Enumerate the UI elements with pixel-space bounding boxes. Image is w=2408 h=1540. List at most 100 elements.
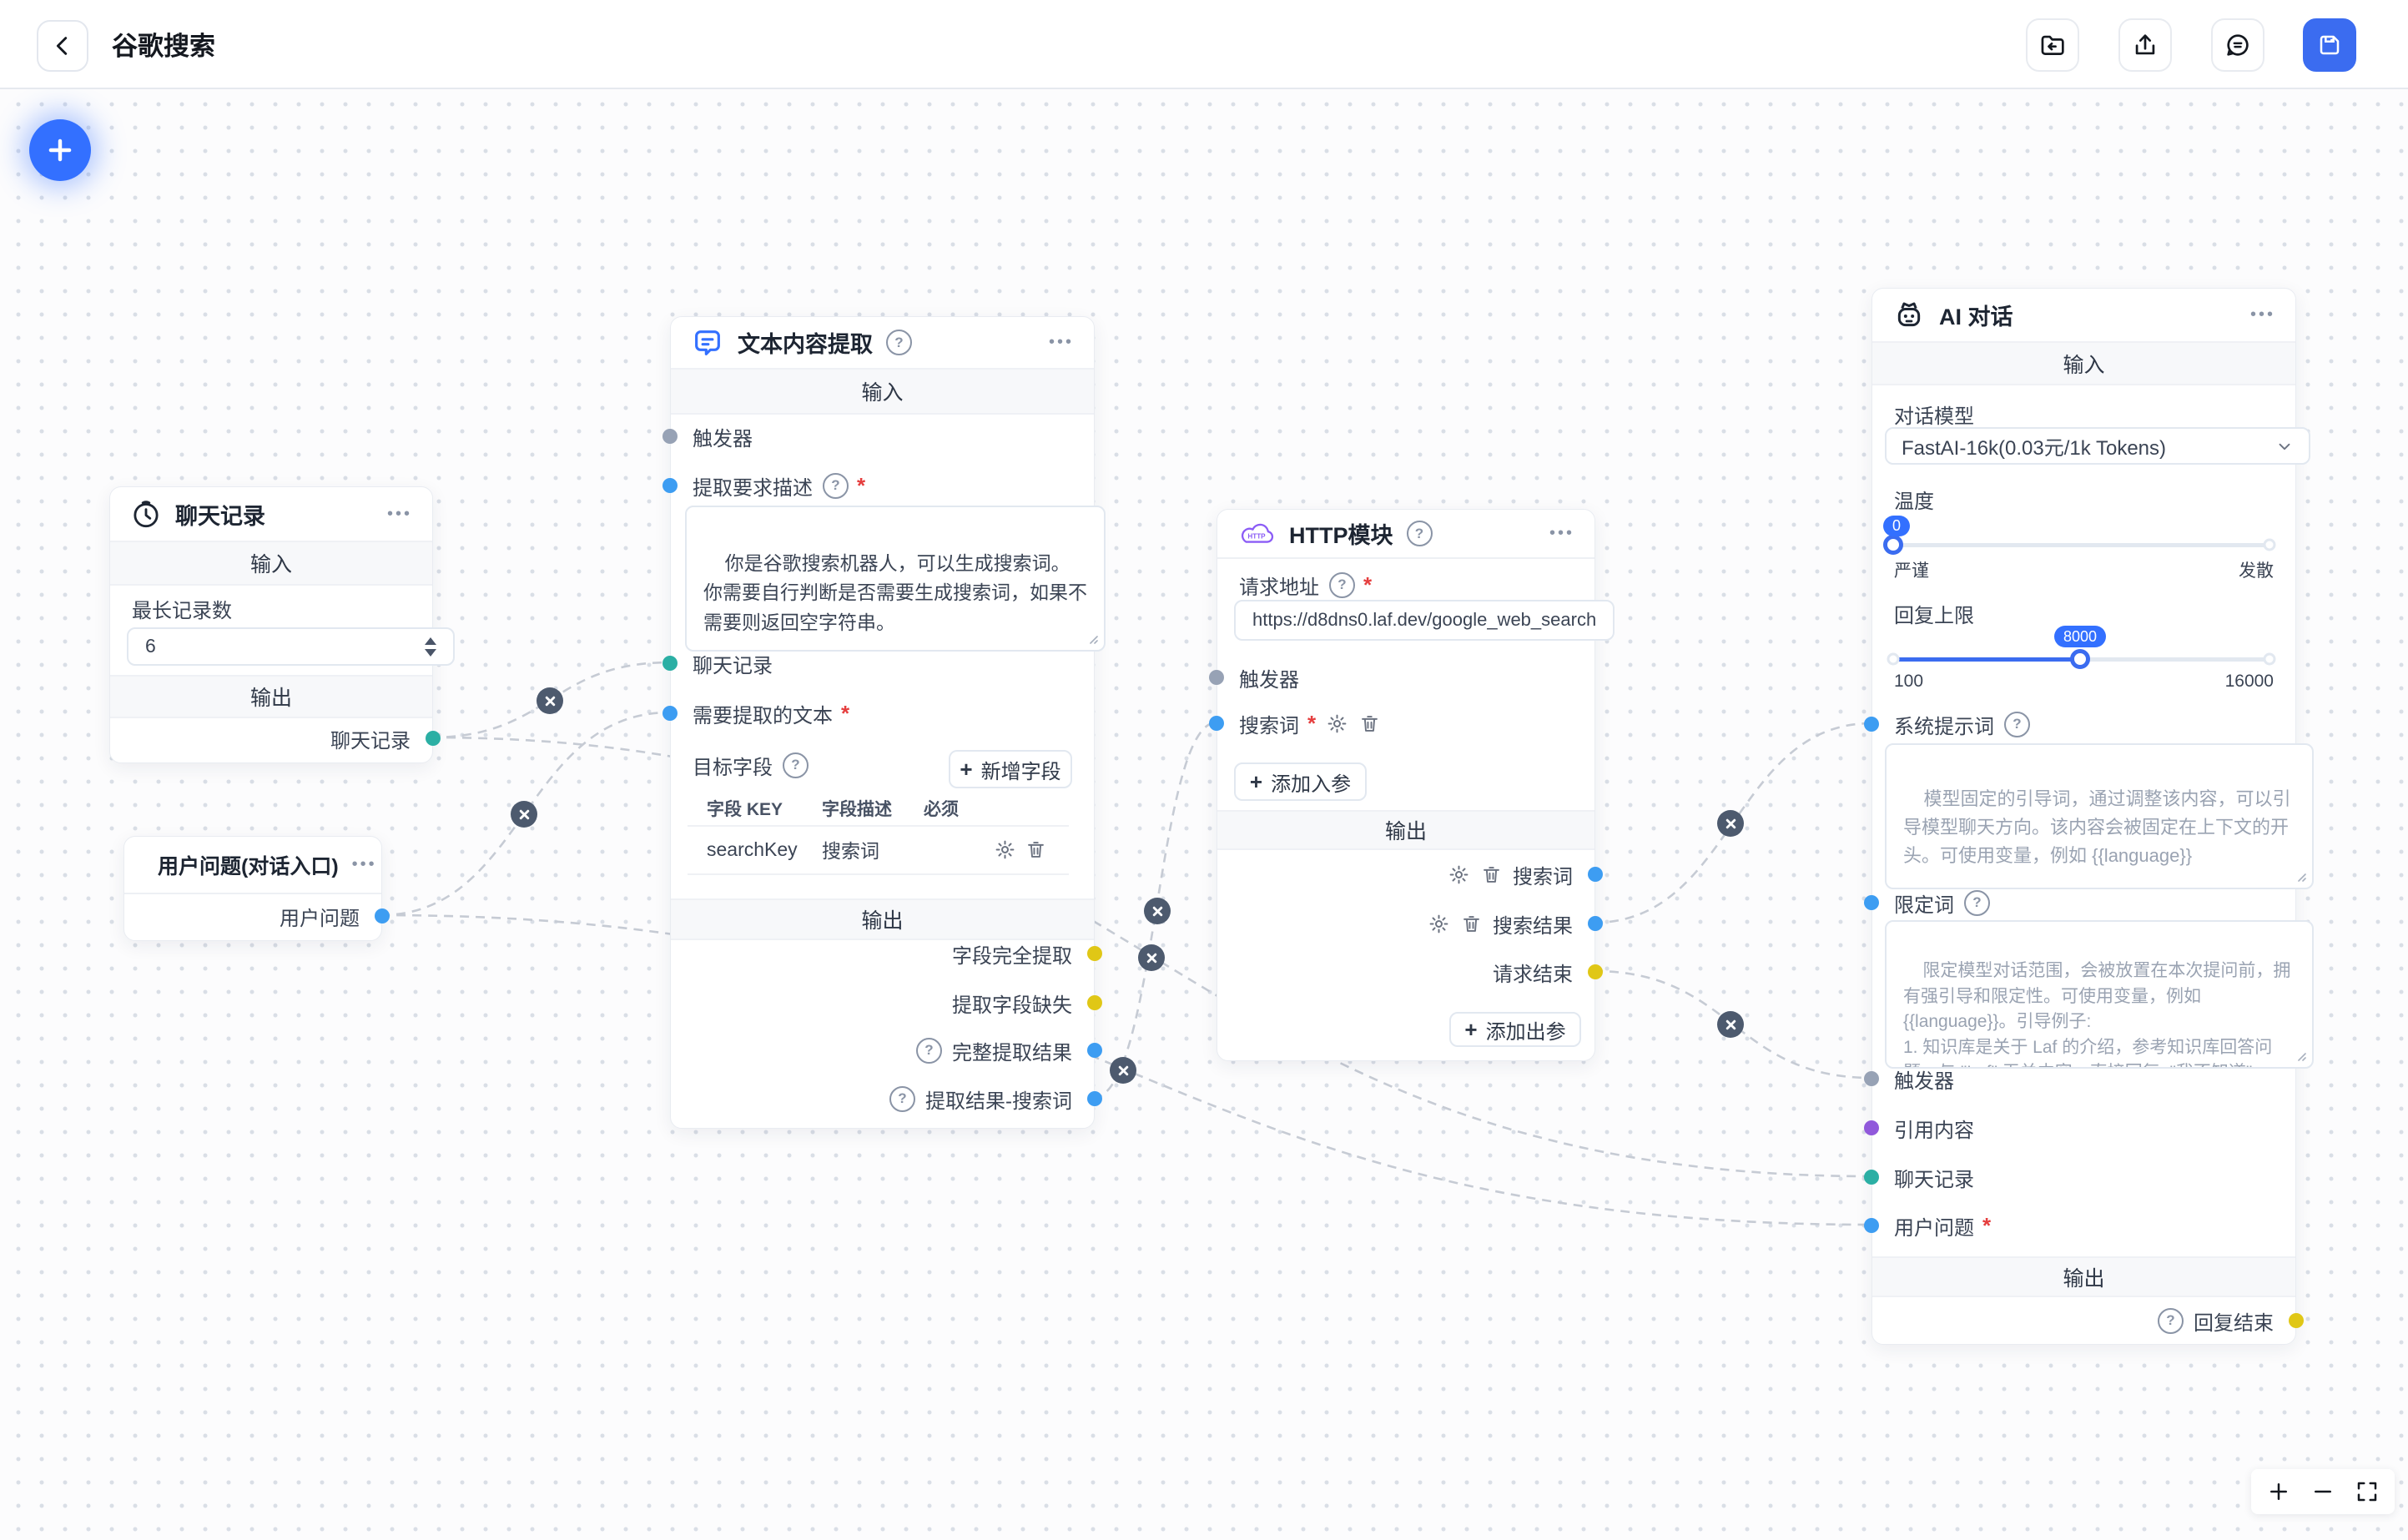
port-out-fields-complete[interactable]: [1087, 946, 1102, 961]
delete-connection-button[interactable]: [1138, 944, 1165, 971]
field-table-header: 字段 KEY 字段描述 必须: [707, 800, 959, 819]
help-icon[interactable]: ?: [2004, 711, 2030, 737]
close-icon: [1725, 1019, 1735, 1029]
model-select[interactable]: FastAI-16k(0.03元/1k Tokens): [1885, 427, 2310, 465]
node-http[interactable]: HTTP HTTP模块 ? ••• 请求地址 ? * https://d8dns…: [1209, 509, 1615, 1061]
node-chat-history[interactable]: 聊天记录 ••• 输入 最长记录数 6 输出 聊天记录: [109, 486, 455, 763]
node-ai-chat[interactable]: AI 对话 ••• 输入 对话模型 FastAI-16k(0.03元/1k To…: [1864, 288, 2314, 1345]
node-text-extract[interactable]: 文本内容提取 ? ••• 输入 触发器 提取要求描述 ? * 你是谷歌搜索机器人…: [662, 316, 1106, 1129]
help-icon[interactable]: ?: [823, 472, 849, 499]
fullscreen-icon: [2358, 1482, 2377, 1502]
port-in-system-prompt[interactable]: [1864, 717, 1879, 732]
help-icon[interactable]: ?: [783, 752, 809, 778]
page-title: 谷歌搜索: [112, 32, 215, 61]
field-delete-button[interactable]: [1025, 838, 1047, 861]
port-in-search-key[interactable]: [1209, 716, 1224, 731]
more-menu-icon[interactable]: •••: [351, 855, 377, 873]
node-chat-history-header: 聊天记录 •••: [110, 487, 432, 541]
port-in-history[interactable]: [662, 656, 678, 671]
max-reply-slider-thumb[interactable]: [2070, 649, 2090, 669]
stepper-up-icon[interactable]: [425, 637, 436, 645]
share-export-icon: [2135, 34, 2155, 55]
param-delete-button[interactable]: [1460, 913, 1483, 935]
zoom-in-button[interactable]: [2266, 1479, 2291, 1504]
temperature-range-labels: 严谨 发散: [1894, 561, 2274, 581]
chat-test-button[interactable]: [2211, 18, 2264, 72]
port-in-trigger[interactable]: [1864, 1071, 1879, 1086]
add-field-button[interactable]: + 新增字段: [949, 750, 1072, 788]
back-button[interactable]: [37, 20, 88, 72]
port-out-request-end[interactable]: [1588, 964, 1603, 979]
trigger-row: 触发器: [662, 415, 1094, 457]
param-delete-button[interactable]: [1358, 712, 1381, 735]
delete-connection-button[interactable]: [511, 801, 537, 828]
port-out-search-result[interactable]: [1588, 916, 1603, 931]
param-settings-button[interactable]: [1428, 913, 1450, 935]
node-title: 聊天记录: [175, 503, 265, 529]
constraint-label-row: 限定词 ?: [1864, 882, 2295, 923]
output-reply-row: ? 回复结束: [1872, 1300, 2304, 1341]
open-app-button[interactable]: [2026, 18, 2079, 72]
delete-connection-button[interactable]: [1717, 810, 1744, 837]
port-in-trigger[interactable]: [1209, 670, 1224, 685]
node-user-question[interactable]: 用户问题(对话入口) ••• 用户问题: [123, 836, 390, 941]
delete-connection-button[interactable]: [1110, 1057, 1136, 1084]
plus-icon: [2269, 1483, 2287, 1500]
help-icon[interactable]: ?: [1964, 889, 1990, 916]
more-menu-icon[interactable]: •••: [2249, 305, 2275, 324]
port-out-user-question[interactable]: [375, 908, 390, 923]
param-settings-button[interactable]: [1326, 712, 1348, 735]
port-out-complete-result[interactable]: [1087, 1043, 1102, 1058]
max-records-label: 最长记录数: [132, 599, 232, 622]
delete-connection-button[interactable]: [1144, 898, 1171, 924]
add-module-button[interactable]: [29, 119, 91, 181]
output-section-header: 输出: [110, 675, 432, 718]
help-icon[interactable]: ?: [916, 1037, 942, 1064]
add-input-param-button[interactable]: + 添加入参: [1234, 762, 1367, 801]
param-delete-button[interactable]: [1480, 863, 1503, 886]
port-in-question[interactable]: [1864, 1218, 1879, 1233]
port-in-text[interactable]: [662, 706, 678, 721]
port-in-constraint[interactable]: [1864, 895, 1879, 910]
field-settings-button[interactable]: [994, 838, 1016, 861]
port-in-desc[interactable]: [662, 478, 678, 493]
more-menu-icon[interactable]: •••: [1048, 333, 1074, 351]
more-menu-icon[interactable]: •••: [386, 504, 412, 523]
number-stepper[interactable]: [425, 637, 436, 657]
port-out-fields-missing[interactable]: [1087, 995, 1102, 1010]
port-out-chat-history[interactable]: [426, 731, 441, 746]
fit-view-button[interactable]: [2355, 1479, 2380, 1504]
port-in-quote[interactable]: [1864, 1120, 1879, 1135]
resize-handle-icon[interactable]: [1086, 632, 1099, 645]
table-divider: [688, 873, 1069, 875]
resize-handle-icon[interactable]: [2294, 1049, 2307, 1062]
port-in-history[interactable]: [1864, 1170, 1879, 1185]
save-button[interactable]: [2303, 18, 2356, 72]
port-out-search-key[interactable]: [1588, 867, 1603, 882]
help-icon[interactable]: ?: [2158, 1307, 2184, 1334]
gear-icon: [995, 840, 1015, 858]
delete-connection-button[interactable]: [537, 687, 563, 714]
input-section-header: 输入: [110, 541, 432, 586]
export-button[interactable]: [2118, 18, 2172, 72]
temperature-slider-thumb[interactable]: [1883, 535, 1903, 555]
url-input[interactable]: https://d8dns0.laf.dev/google_web_search: [1234, 600, 1615, 641]
max-records-input[interactable]: 6: [127, 627, 455, 666]
resize-handle-icon[interactable]: [2294, 869, 2307, 883]
delete-connection-button[interactable]: [1717, 1011, 1744, 1038]
help-icon[interactable]: ?: [889, 1085, 915, 1112]
stepper-down-icon[interactable]: [425, 648, 436, 657]
help-icon[interactable]: ?: [1406, 521, 1433, 546]
help-icon[interactable]: ?: [1329, 571, 1355, 598]
port-out-search-key[interactable]: [1087, 1091, 1102, 1106]
param-settings-button[interactable]: [1448, 863, 1470, 886]
more-menu-icon[interactable]: •••: [1549, 524, 1574, 542]
desc-textarea[interactable]: 你是谷歌搜索机器人，可以生成搜索词。你需要自行判断是否需要生成搜索词，如果不需要…: [685, 506, 1106, 652]
port-in-trigger[interactable]: [662, 429, 678, 444]
port-out-reply-end[interactable]: [2289, 1313, 2304, 1328]
constraint-textarea[interactable]: 限定模型对话范围，会被放置在本次提问前，拥有强引导和限定性。可使用变量，例如 {…: [1885, 920, 2314, 1069]
help-icon[interactable]: ?: [886, 330, 912, 355]
zoom-out-button[interactable]: [2310, 1479, 2335, 1504]
system-prompt-textarea[interactable]: 模型固定的引导词，通过调整该内容，可以引导模型聊天方向。该内容会被固定在上下文的…: [1885, 743, 2314, 889]
add-output-param-button[interactable]: + 添加出参: [1449, 1012, 1581, 1047]
